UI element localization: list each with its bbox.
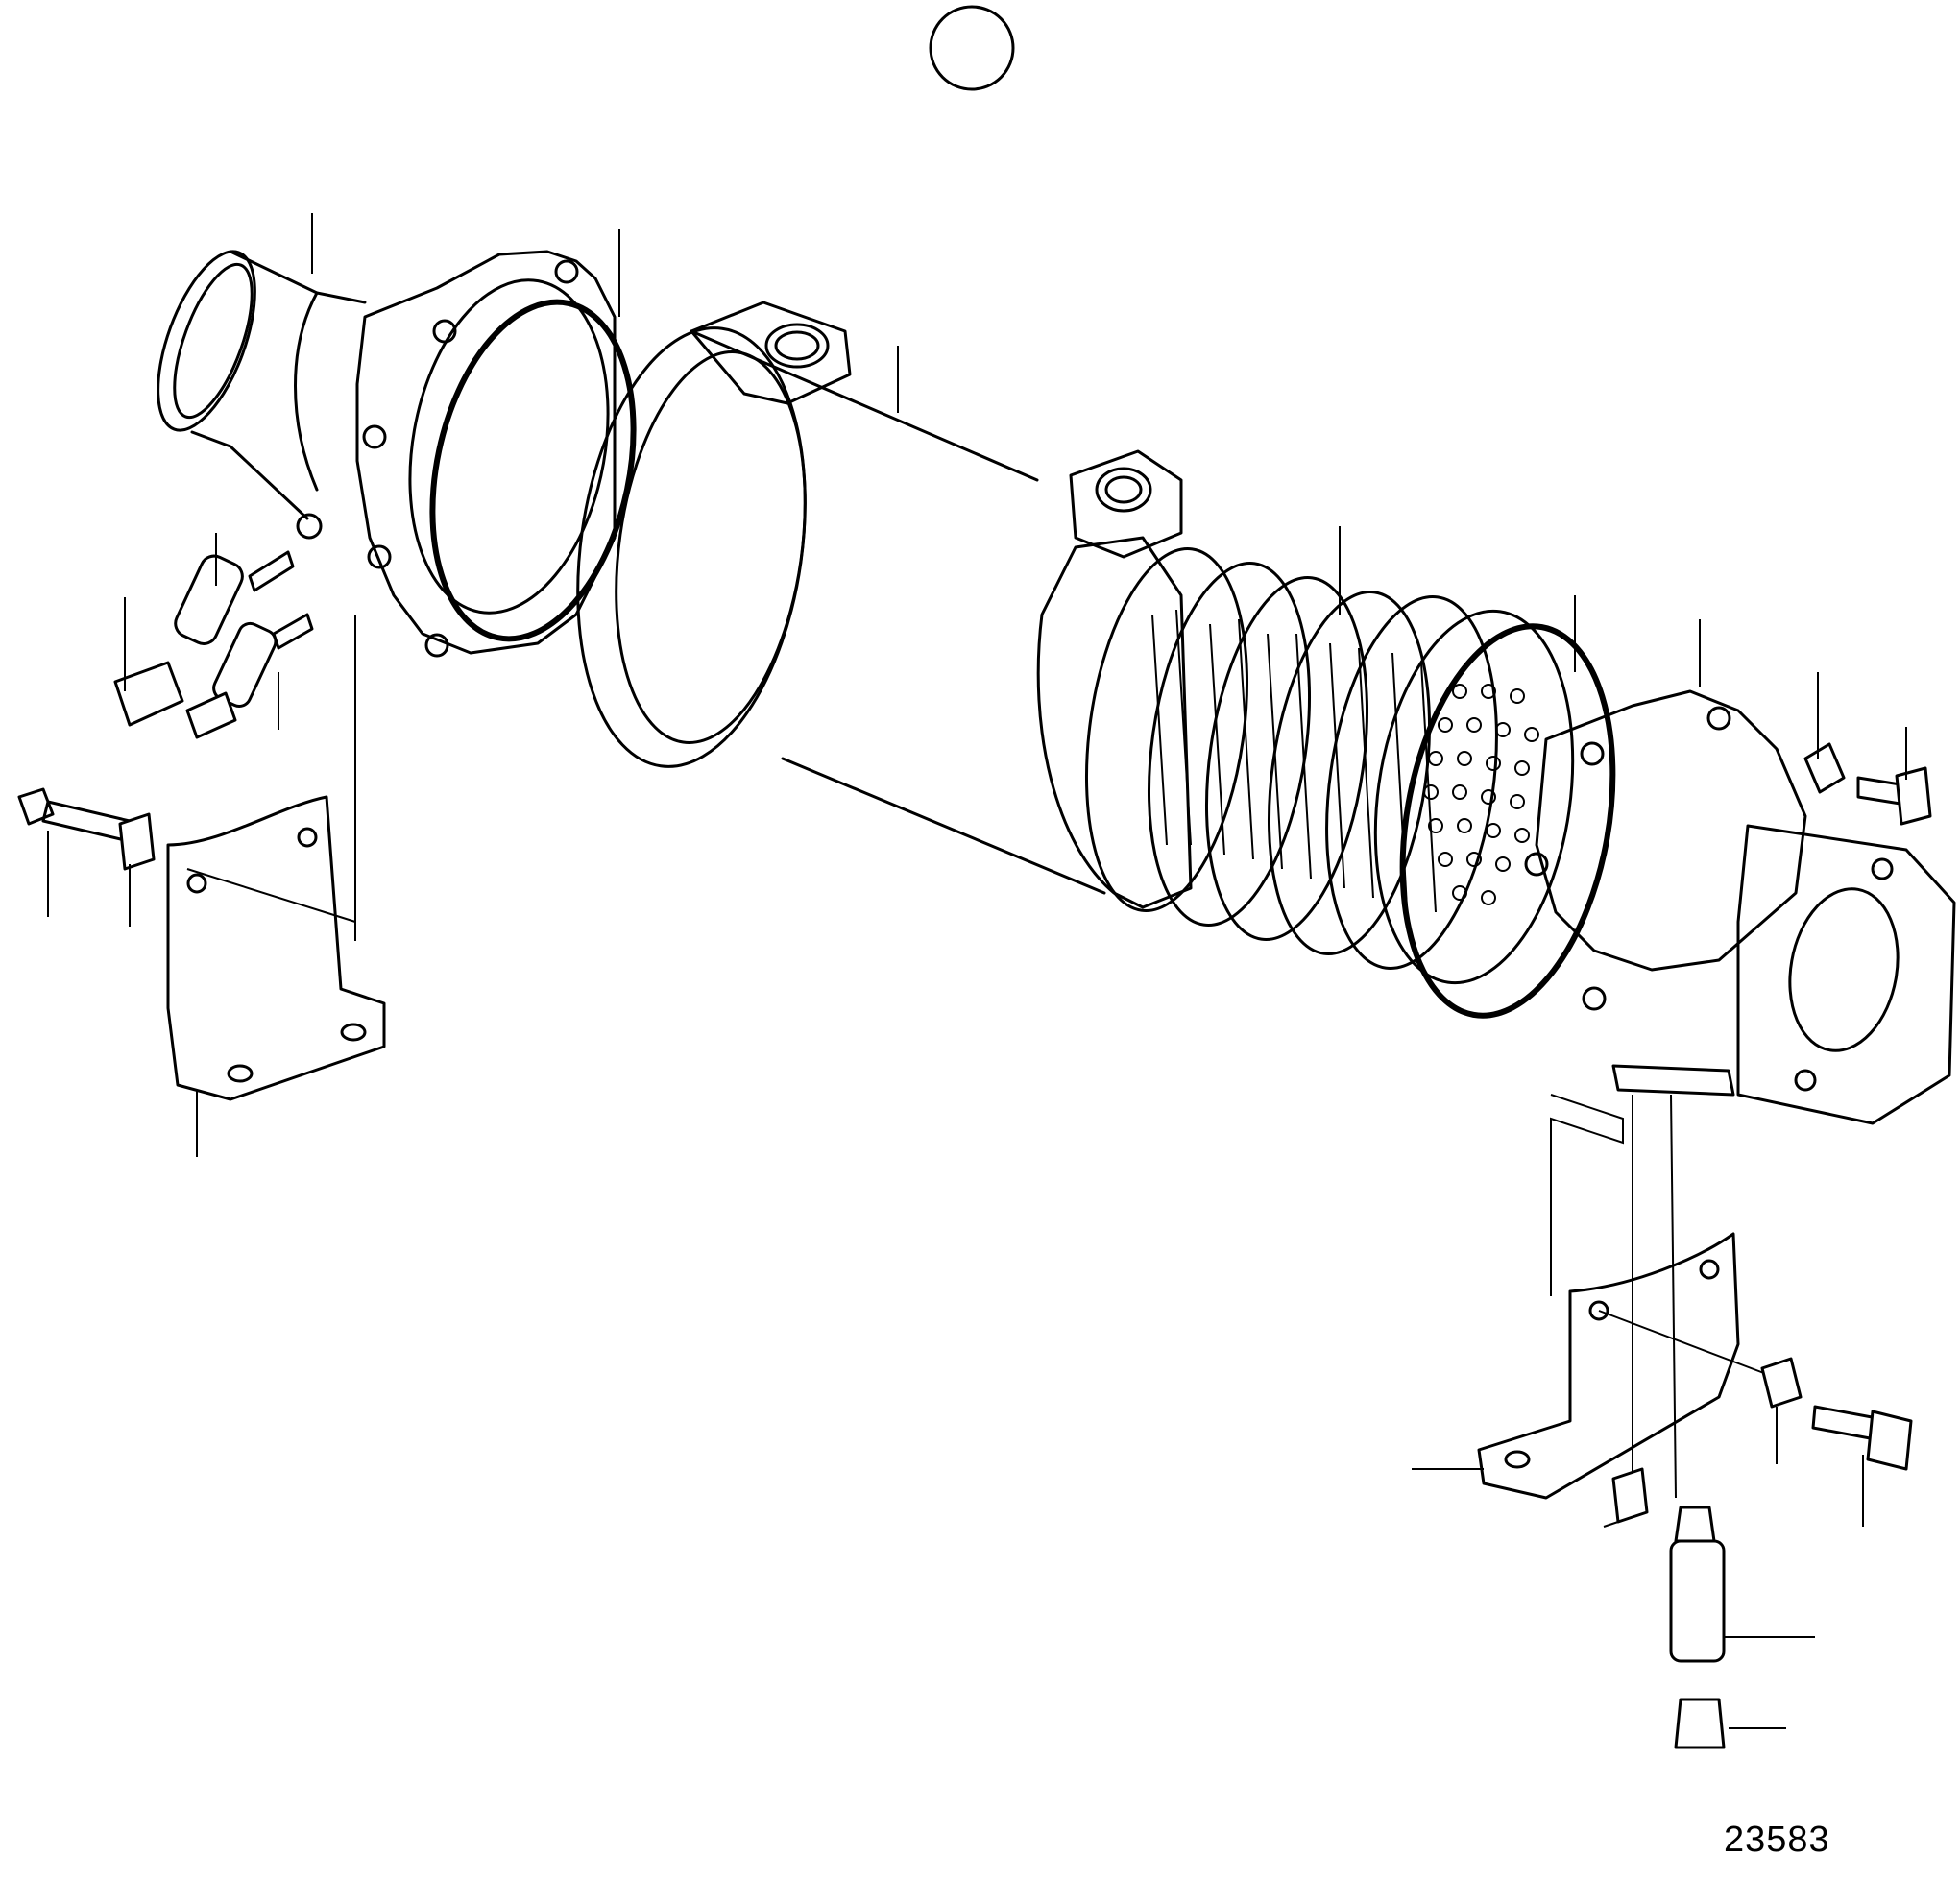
right-o-ring	[1399, 623, 1616, 1019]
right-outlet-cover	[1524, 619, 1956, 1125]
right-top-bolt	[1803, 672, 1932, 826]
right-mounting-bracket	[1412, 1232, 1778, 1500]
drain-plugs	[1603, 1467, 1815, 1749]
left-flange	[355, 229, 620, 658]
left-bolt	[17, 787, 156, 927]
perforated-end-plate	[1373, 595, 1576, 985]
drawing-number: 23583	[1724, 1820, 1830, 1860]
main-shell	[576, 301, 1106, 895]
position-marker-circle	[929, 5, 1015, 91]
right-bottom-bolt	[1760, 1357, 1913, 1527]
construction-lines	[186, 615, 1677, 1499]
left-inlet-cover	[157, 213, 367, 540]
left-mounting-bracket	[166, 795, 386, 1157]
left-o-ring	[429, 299, 637, 642]
tube-bundle	[1036, 449, 1498, 970]
left-zinc-anodes	[113, 533, 314, 739]
